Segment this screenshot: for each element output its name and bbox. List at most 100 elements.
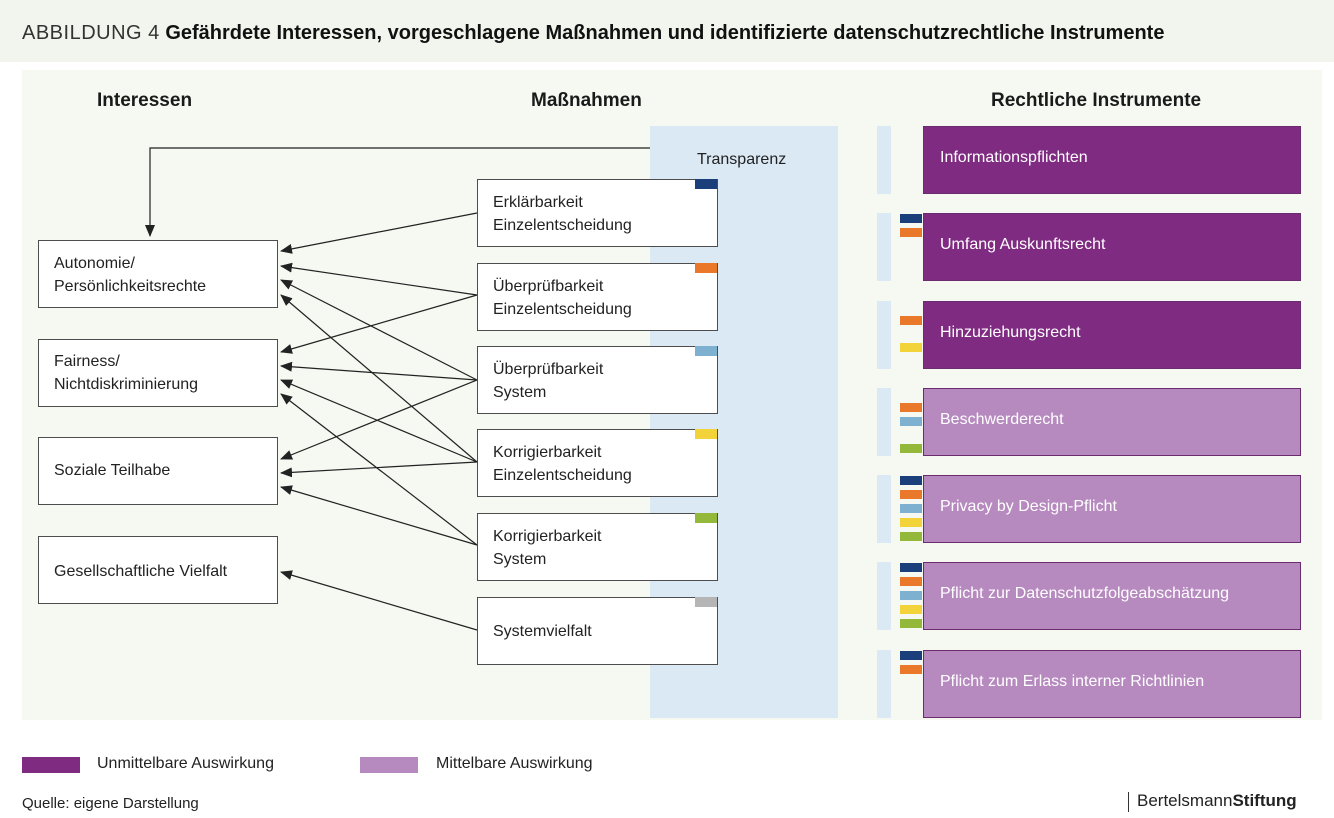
legal-label: Hinzuziehungsrecht: [940, 324, 1081, 341]
legal-box-consultation-right: Hinzuziehungsrecht: [923, 301, 1301, 369]
interest-box-societal-diversity: Gesellschaftliche Vielfalt: [38, 536, 278, 604]
legal-measure-tag: [900, 605, 922, 614]
interest-label-line1: Fairness/: [54, 353, 120, 370]
legal-label: Pflicht zum Erlass interner Richtlinien: [940, 673, 1205, 690]
measure-color-tag: [695, 513, 717, 523]
interest-label-line1: Autonomie/: [54, 255, 135, 272]
arrow-correctability-individual-fairness: [280, 379, 478, 463]
brand-logo: BertelsmannStiftung: [1128, 791, 1297, 812]
legal-transparency-strip: [877, 213, 891, 281]
column-header-legal: Rechtliche Instrumente: [991, 90, 1202, 111]
measure-label-line2: Einzelentscheidung: [493, 467, 632, 484]
measure-color-tag: [695, 597, 717, 607]
legal-measure-tag: [900, 214, 922, 223]
arrow-correctability-system-social: [280, 485, 478, 546]
measure-label-line1: Erklärbarkeit: [493, 194, 583, 211]
legal-box-internal-guidelines: Pflicht zum Erlass interner Richtlinien: [923, 650, 1301, 718]
legal-box-information-obligations: Informationspflichten: [923, 126, 1301, 194]
legal-measure-tag: [900, 490, 922, 499]
legal-measure-tag: [900, 518, 922, 527]
legal-measure-tag: [900, 403, 922, 412]
measure-box-correctability-system: Korrigierbarkeit System: [477, 513, 718, 581]
legal-measure-tag: [900, 444, 922, 453]
arrow-verifiability-individual-fairness: [280, 294, 478, 354]
interest-label-line2: Persönlichkeitsrechte: [54, 278, 207, 295]
arrow-explainability-autonomy: [280, 212, 478, 254]
measure-box-explainability-individual: Erklärbarkeit Einzelentscheidung: [477, 179, 718, 247]
measure-box-verifiability-individual: Überprüfbarkeit Einzelentscheidung: [477, 263, 718, 331]
column-header-interests: Interessen: [97, 90, 193, 111]
legal-transparency-strip: [877, 388, 891, 456]
legal-measure-tag: [900, 563, 922, 572]
legal-box-complaint-right: Beschwerderecht: [923, 388, 1301, 456]
transparency-label: Transparenz: [697, 151, 787, 168]
legal-label: Informationspflichten: [940, 149, 1088, 166]
interest-label: Gesellschaftliche Vielfalt: [54, 563, 228, 580]
interest-box-social-participation: Soziale Teilhabe: [38, 437, 278, 505]
interest-label-line2: Nichtdiskriminierung: [54, 376, 199, 393]
legal-label: Beschwerderecht: [940, 411, 1064, 428]
column-header-measures: Maßnahmen: [531, 90, 642, 111]
legal-measure-tag: [900, 343, 922, 352]
arrow-correctability-individual-social: [280, 461, 478, 478]
legal-box-dpia: Pflicht zur Datenschutzfolgeabschätzung: [923, 562, 1301, 630]
measure-color-tag: [695, 429, 717, 439]
legal-transparency-strip: [877, 475, 891, 543]
measure-label-line1: Korrigierbarkeit: [493, 528, 602, 545]
measure-label-line2: System: [493, 384, 547, 401]
legal-measure-tag: [900, 619, 922, 628]
legend-label-direct: Unmittelbare Auswirkung: [97, 755, 274, 772]
legal-measure-tag: [900, 532, 922, 541]
legal-measure-tag: [900, 417, 922, 426]
figure-number: ABBILDUNG 4: [22, 22, 160, 44]
arrow-verifiability-system-autonomy: [280, 279, 478, 381]
arrow-correctability-individual-autonomy: [280, 294, 478, 463]
legal-transparency-strip: [877, 650, 891, 718]
legal-measure-tag: [900, 476, 922, 485]
legal-measure-tag: [900, 316, 922, 325]
measure-box-verifiability-system: Überprüfbarkeit System: [477, 346, 718, 414]
brand-divider: [1128, 791, 1129, 812]
source-note: Quelle: eigene Darstellung: [22, 795, 199, 812]
measure-box-correctability-individual: Korrigierbarkeit Einzelentscheidung: [477, 429, 718, 497]
brand-regular: Bertelsmann: [1137, 791, 1233, 810]
legend-swatch-direct: [22, 757, 80, 773]
legend-label-indirect: Mittelbare Auswirkung: [436, 755, 593, 772]
legal-label: Privacy by Design-Pflicht: [940, 498, 1117, 515]
interest-box-fairness: Fairness/ Nichtdiskriminierung: [38, 339, 278, 407]
arrow-system-diversity-societal: [280, 570, 478, 631]
measure-label-line1: Überprüfbarkeit: [493, 278, 604, 295]
legal-box-privacy-by-design: Privacy by Design-Pflicht: [923, 475, 1301, 543]
transparency-arrow: [145, 147, 650, 237]
brand-bold: Stiftung: [1232, 791, 1297, 810]
legal-measure-tag: [900, 504, 922, 513]
legal-measure-tag: [900, 665, 922, 674]
legal-label: Pflicht zur Datenschutzfolgeabschätzung: [940, 585, 1230, 602]
legal-label: Umfang Auskunftsrecht: [940, 236, 1106, 253]
arrow-verifiability-individual-autonomy: [280, 262, 478, 296]
legal-measure-tag: [900, 577, 922, 586]
legend-swatch-indirect: [360, 757, 418, 773]
legal-transparency-strip: [877, 126, 891, 194]
legal-measure-tag: [900, 591, 922, 600]
measure-label: Systemvielfalt: [493, 623, 592, 640]
measure-label-line1: Überprüfbarkeit: [493, 361, 604, 378]
title-bar: [0, 0, 1334, 62]
measure-label-line1: Korrigierbarkeit: [493, 444, 602, 461]
legal-measure-tag: [900, 228, 922, 237]
legal-transparency-strip: [877, 562, 891, 630]
measure-label-line2: Einzelentscheidung: [493, 301, 632, 318]
arrow-correctability-system-fairness: [280, 393, 478, 546]
measure-box-system-diversity: Systemvielfalt: [477, 597, 718, 665]
interest-box-autonomy: Autonomie/ Persönlichkeitsrechte: [38, 240, 278, 308]
arrow-verifiability-system-social: [280, 379, 478, 460]
measure-color-tag: [695, 179, 717, 189]
figure-title: ABBILDUNG 4 Gefährdete Interessen, vorge…: [22, 22, 1164, 45]
interest-label: Soziale Teilhabe: [54, 462, 171, 479]
measure-color-tag: [695, 263, 717, 273]
measure-color-tag: [695, 346, 717, 356]
legal-measure-tag: [900, 651, 922, 660]
measure-label-line2: Einzelentscheidung: [493, 217, 632, 234]
arrow-verifiability-system-fairness: [280, 361, 478, 381]
